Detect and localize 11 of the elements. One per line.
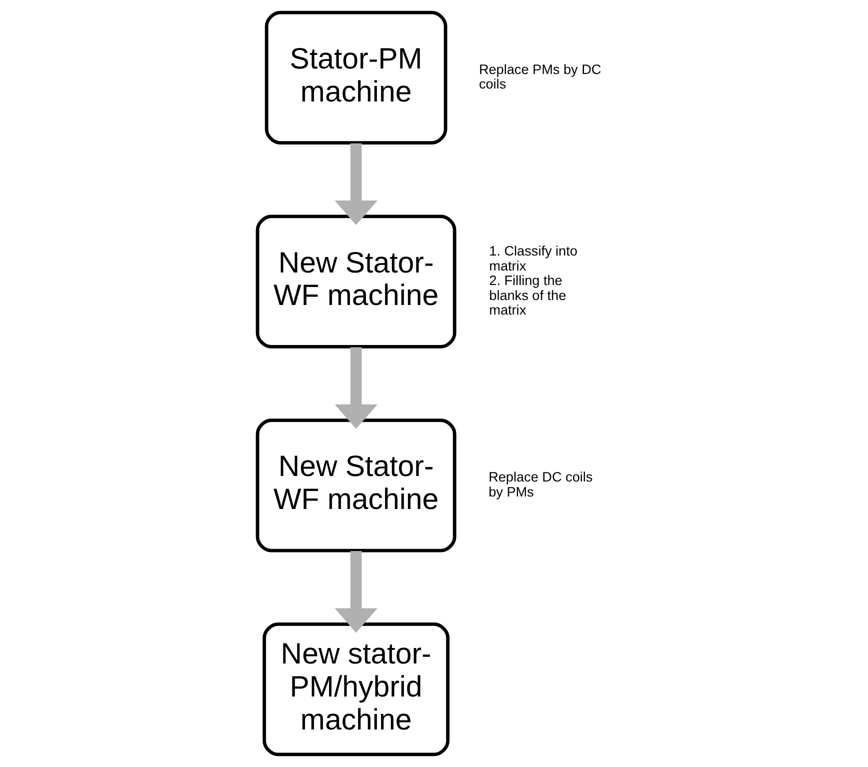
node-box: Stator-PM machine bbox=[264, 10, 447, 145]
node-box: New Stator-WF machine bbox=[255, 418, 456, 552]
node-label: 2. Filling the blanks of the matrix bbox=[488, 273, 566, 318]
arrow bbox=[334, 143, 377, 225]
node-label: Replace DC coils by PMs bbox=[488, 470, 592, 500]
arrow bbox=[334, 347, 377, 429]
node-box: New Stator-WF machine bbox=[255, 214, 456, 348]
node-label: 1. Classify into matrix bbox=[488, 244, 577, 274]
node-box: New stator-PM/hybrid machine bbox=[262, 622, 449, 756]
node-label: Replace PMs by DC coils bbox=[478, 62, 601, 92]
arrow bbox=[334, 551, 377, 633]
